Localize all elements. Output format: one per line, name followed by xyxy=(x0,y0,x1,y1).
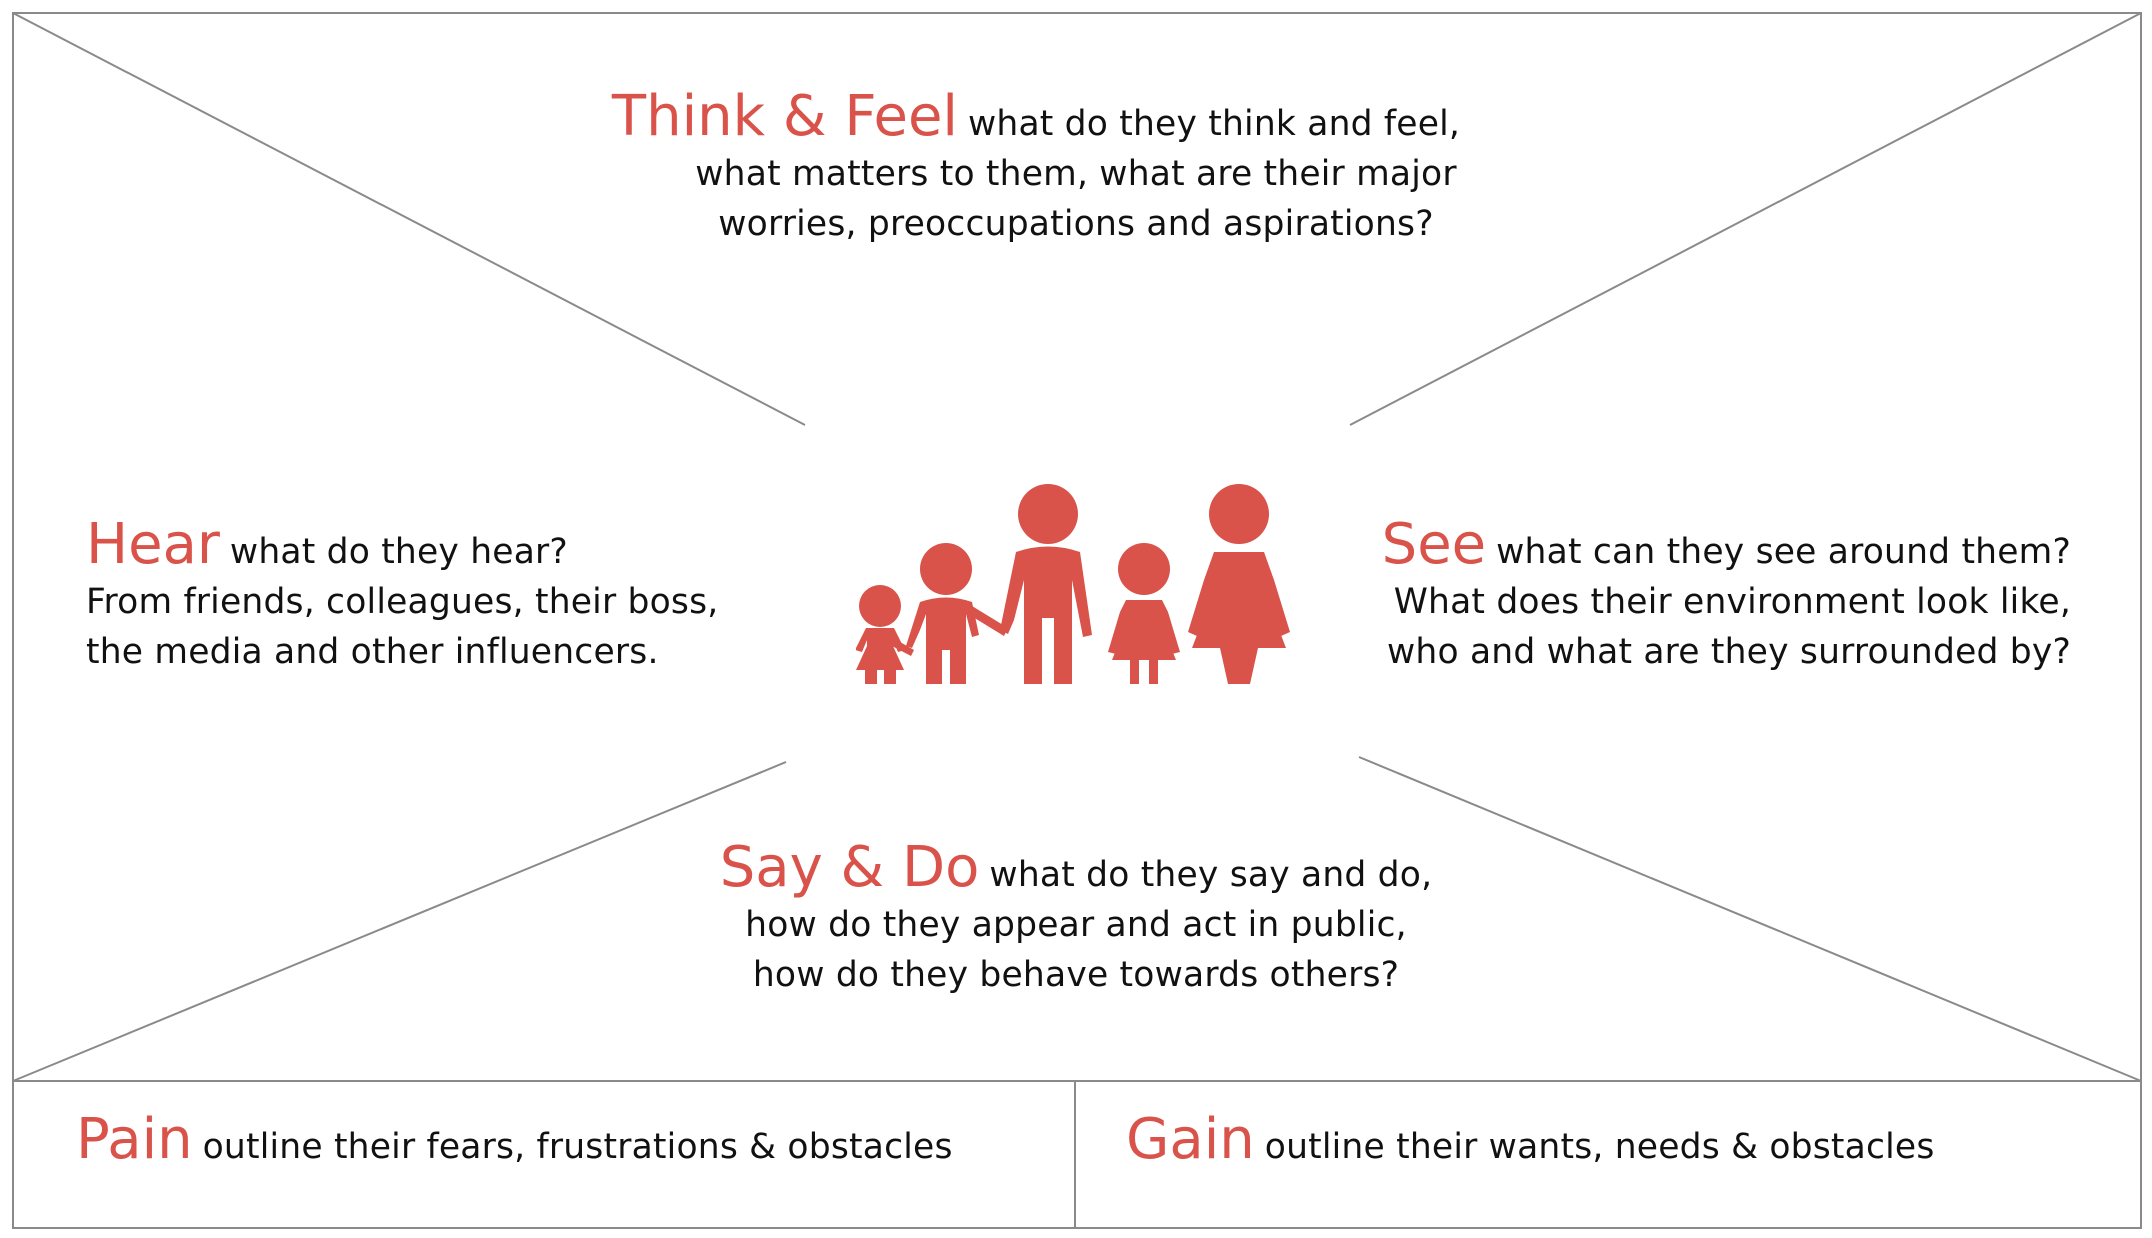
say-do-heading: Say & Do xyxy=(719,835,980,900)
diagonal-bottom-left xyxy=(12,761,787,1082)
outer-border xyxy=(12,12,2142,1229)
hear-line-1: what do they hear? xyxy=(229,532,568,572)
say-do-line-2: how do they appear and act in public, xyxy=(745,905,1407,945)
diagonal-top-left xyxy=(12,12,806,426)
toddler-figure xyxy=(856,585,914,684)
boy-figure xyxy=(906,543,1008,684)
hear-heading: Hear xyxy=(86,512,220,577)
mother-figure xyxy=(1188,484,1290,684)
hear-line-3: the media and other influencers. xyxy=(86,632,659,672)
think-feel-line-1: what do they think and feel, xyxy=(967,104,1461,144)
gain-heading: Gain xyxy=(1126,1107,1255,1172)
say-do-line-1: what do they say and do, xyxy=(989,855,1433,895)
see-line-1: what can they see around them? xyxy=(1496,532,2071,572)
girl-figure xyxy=(1108,543,1180,684)
diagonal-top-right xyxy=(1349,12,2142,426)
father-figure xyxy=(1000,484,1092,684)
think-feel-heading: Think & Feel xyxy=(611,84,958,149)
see-line-3: who and what are they surrounded by? xyxy=(1386,632,2071,672)
pain-text: outline their fears, frustrations & obst… xyxy=(202,1127,953,1167)
gain-text: outline their wants, needs & obstacles xyxy=(1264,1127,1935,1167)
pain-heading: Pain xyxy=(76,1107,193,1172)
think-feel-line-2: what matters to them, what are their maj… xyxy=(695,154,1457,194)
hear-line-2: From friends, colleagues, their boss, xyxy=(86,582,719,622)
say-do-line-3: how do they behave towards others? xyxy=(752,955,1400,995)
family-icon xyxy=(856,484,1290,684)
see-line-2: What does their environment look like, xyxy=(1393,582,2071,622)
see-heading: See xyxy=(1381,512,1487,577)
diagonal-bottom-right xyxy=(1358,756,2142,1082)
think-feel-line-3: worries, preoccupations and aspirations? xyxy=(718,204,1434,244)
